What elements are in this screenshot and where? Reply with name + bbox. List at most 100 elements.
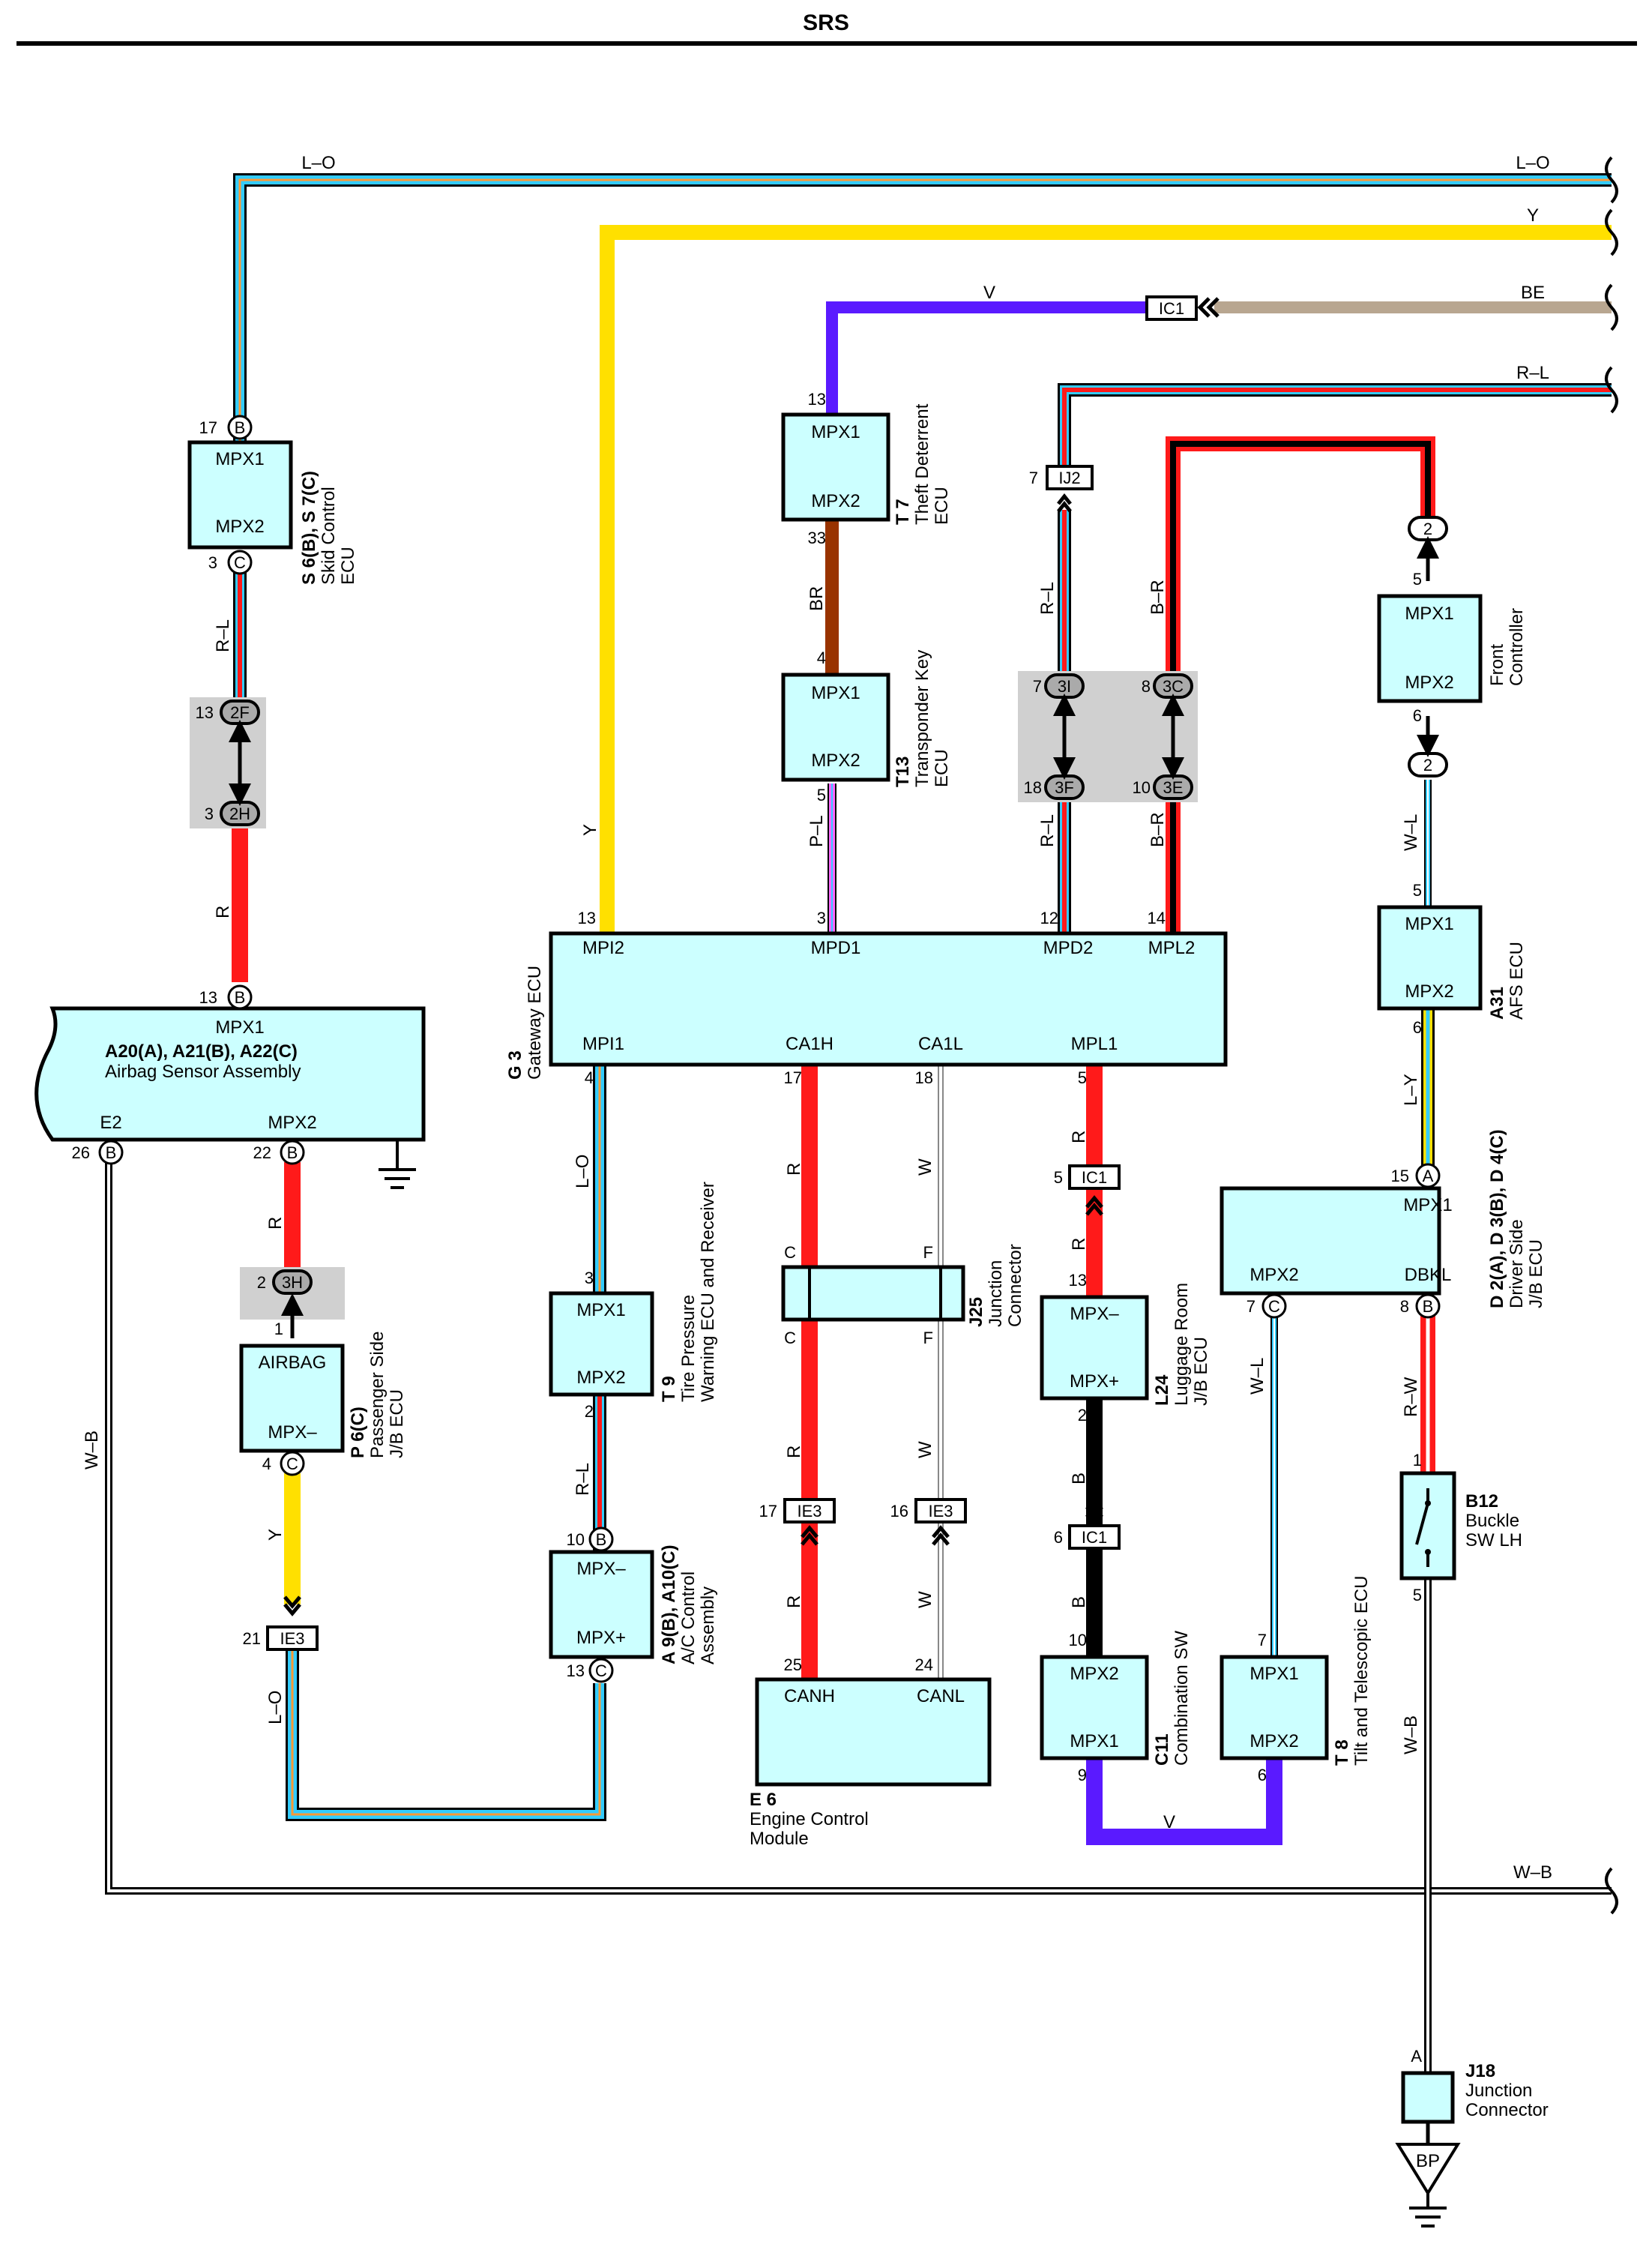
theft-mpx1: MPX1 xyxy=(811,422,860,442)
svg-text:P–L: P–L xyxy=(807,815,827,847)
skid-mpx2: MPX2 xyxy=(215,517,264,537)
junction-2-bottom: 2 xyxy=(1408,752,1448,777)
ground-label: BP xyxy=(1416,2151,1440,2171)
transponder-name1: Transponder Key xyxy=(912,650,932,787)
junction-connector-j25: J25 Junction Connector xyxy=(781,1244,1025,1327)
skid-code: S 6(B), S 7(C) xyxy=(299,471,319,585)
j18-name2: Connector xyxy=(1465,2100,1549,2120)
wire-labels: L–O L–O Y V BE R–L R–L R R Y L–O W–B W–B… xyxy=(82,153,1552,1883)
combo-name1: Combination SW xyxy=(1172,1631,1192,1766)
ecm-name1: Engine Control xyxy=(750,1809,869,1829)
tire-mpx1: MPX1 xyxy=(576,1300,625,1320)
svg-text:B–R: B–R xyxy=(1148,580,1168,615)
svg-text:L–O: L–O xyxy=(573,1155,593,1188)
svg-text:6: 6 xyxy=(1413,1018,1422,1037)
svg-text:13: 13 xyxy=(808,390,826,409)
theft-name1: Theft Deterrent xyxy=(912,403,932,525)
buckle-code: B12 xyxy=(1465,1491,1498,1511)
ecm-canl: CANL xyxy=(917,1686,965,1706)
svg-text:B: B xyxy=(596,1530,607,1549)
svg-text:12: 12 xyxy=(1040,909,1058,927)
transponder-mpx1: MPX1 xyxy=(811,683,860,703)
tilt-mpx2: MPX2 xyxy=(1249,1731,1298,1751)
combo-code: C11 xyxy=(1152,1733,1172,1766)
gw-ca1l: CA1L xyxy=(918,1034,963,1054)
svg-text:17: 17 xyxy=(199,418,217,437)
svg-text:3C: 3C xyxy=(1163,677,1184,696)
svg-text:BR: BR xyxy=(807,586,827,611)
svg-text:16: 16 xyxy=(890,1502,908,1520)
lug-name1: Luggage Room xyxy=(1172,1283,1192,1406)
svg-text:9: 9 xyxy=(1078,1766,1087,1784)
svg-text:5: 5 xyxy=(1413,1586,1422,1604)
front-controller: MPX1 MPX2 Front Controller xyxy=(1377,594,1527,703)
svg-text:B: B xyxy=(1069,1473,1089,1485)
svg-text:R–L: R–L xyxy=(1037,814,1058,847)
tire-name1: Tire Pressure xyxy=(678,1295,699,1402)
connector-chevrons xyxy=(283,297,1220,1616)
ecm-code: E 6 xyxy=(750,1790,777,1810)
svg-text:R–L: R–L xyxy=(1516,363,1549,383)
driver-side-jb-ecu: MPX1 MPX2 DBKL D 2(A), D 3(B), D 4(C) Dr… xyxy=(1220,1129,1546,1308)
svg-text:18: 18 xyxy=(1024,778,1042,797)
airbag-code: A20(A), A21(B), A22(C) xyxy=(105,1041,298,1062)
svg-text:13: 13 xyxy=(199,988,217,1007)
connector-ic1-lug1: IC1 xyxy=(1068,1164,1121,1190)
terminal-b17: B xyxy=(227,415,253,440)
lug-mpxm: MPX– xyxy=(1070,1304,1119,1324)
svg-text:10: 10 xyxy=(567,1530,585,1549)
gw-mpd1: MPD1 xyxy=(811,938,861,958)
ground-bp: BP xyxy=(1395,2143,1461,2228)
afs-mpx2: MPX2 xyxy=(1405,981,1453,1002)
gateway-ecu: MPI2 MPD1 MPD2 MPL2 MPI1 CA1H CA1L MPL1 … xyxy=(505,931,1228,1080)
svg-text:24: 24 xyxy=(915,1655,933,1674)
junction-2h: 2H xyxy=(220,801,260,826)
skid-name1: Skid Control xyxy=(319,487,339,585)
svg-text:B–R: B–R xyxy=(1148,812,1168,847)
j25-code: J25 xyxy=(966,1297,986,1327)
svg-text:W: W xyxy=(915,1591,935,1608)
svg-text:2: 2 xyxy=(585,1402,594,1421)
terminal-c3: C xyxy=(227,550,253,575)
drv-mpx2: MPX2 xyxy=(1249,1265,1298,1285)
svg-text:R: R xyxy=(784,1163,804,1176)
pass-name2: J/B ECU xyxy=(387,1389,407,1458)
svg-text:7: 7 xyxy=(1033,677,1042,696)
svg-text:25: 25 xyxy=(784,1655,802,1674)
svg-text:4: 4 xyxy=(585,1068,594,1087)
svg-text:3: 3 xyxy=(817,909,826,927)
svg-text:W–B: W–B xyxy=(1513,1862,1552,1883)
connector-ie3-can1: IE3 xyxy=(783,1498,836,1523)
svg-text:13: 13 xyxy=(578,909,596,927)
svg-text:V: V xyxy=(1163,1812,1175,1832)
page-title: SRS xyxy=(803,10,849,35)
svg-text:F: F xyxy=(923,1243,933,1262)
ac-name2: Assembly xyxy=(698,1586,718,1664)
buckle-sw-lh: B12 Buckle SW LH xyxy=(1399,1471,1522,1580)
front-name2: Controller xyxy=(1507,608,1527,686)
combo-mpx2: MPX2 xyxy=(1070,1664,1118,1684)
svg-text:7: 7 xyxy=(1246,1297,1255,1316)
terminal-c4: C xyxy=(280,1451,305,1476)
svg-text:IE3: IE3 xyxy=(797,1502,822,1520)
j25-name2: Connector xyxy=(1005,1244,1025,1327)
tilt-telescopic-ecu: MPX1 MPX2 T 8 Tilt and Telescopic ECU xyxy=(1220,1576,1372,1766)
ac-code: A 9(B), A10(C) xyxy=(659,1544,679,1664)
svg-text:B: B xyxy=(235,988,246,1007)
svg-text:17: 17 xyxy=(784,1068,802,1087)
skid-control-ecu: MPX1 MPX2 S 6(B), S 7(C) Skid Control EC… xyxy=(187,440,358,585)
theft-name2: ECU xyxy=(932,487,952,525)
transponder-code: T13 xyxy=(893,756,913,787)
terminal-c7: C xyxy=(1261,1293,1287,1319)
wire-lo-top xyxy=(233,173,1612,495)
svg-text:R: R xyxy=(784,1446,804,1458)
drv-name2: J/B ECU xyxy=(1526,1239,1546,1308)
combination-sw: MPX2 MPX1 C11 Combination SW xyxy=(1040,1631,1192,1766)
svg-text:R–L: R–L xyxy=(1037,582,1058,615)
gw-mpi2: MPI2 xyxy=(582,938,624,958)
svg-text:R: R xyxy=(784,1595,804,1608)
svg-text:V: V xyxy=(983,283,995,303)
connector-ic1-top: IC1 xyxy=(1145,295,1198,321)
theft-deterrent-ecu: MPX1 MPX2 T 7 Theft Deterrent ECU xyxy=(781,403,952,525)
svg-text:B: B xyxy=(287,1143,298,1162)
